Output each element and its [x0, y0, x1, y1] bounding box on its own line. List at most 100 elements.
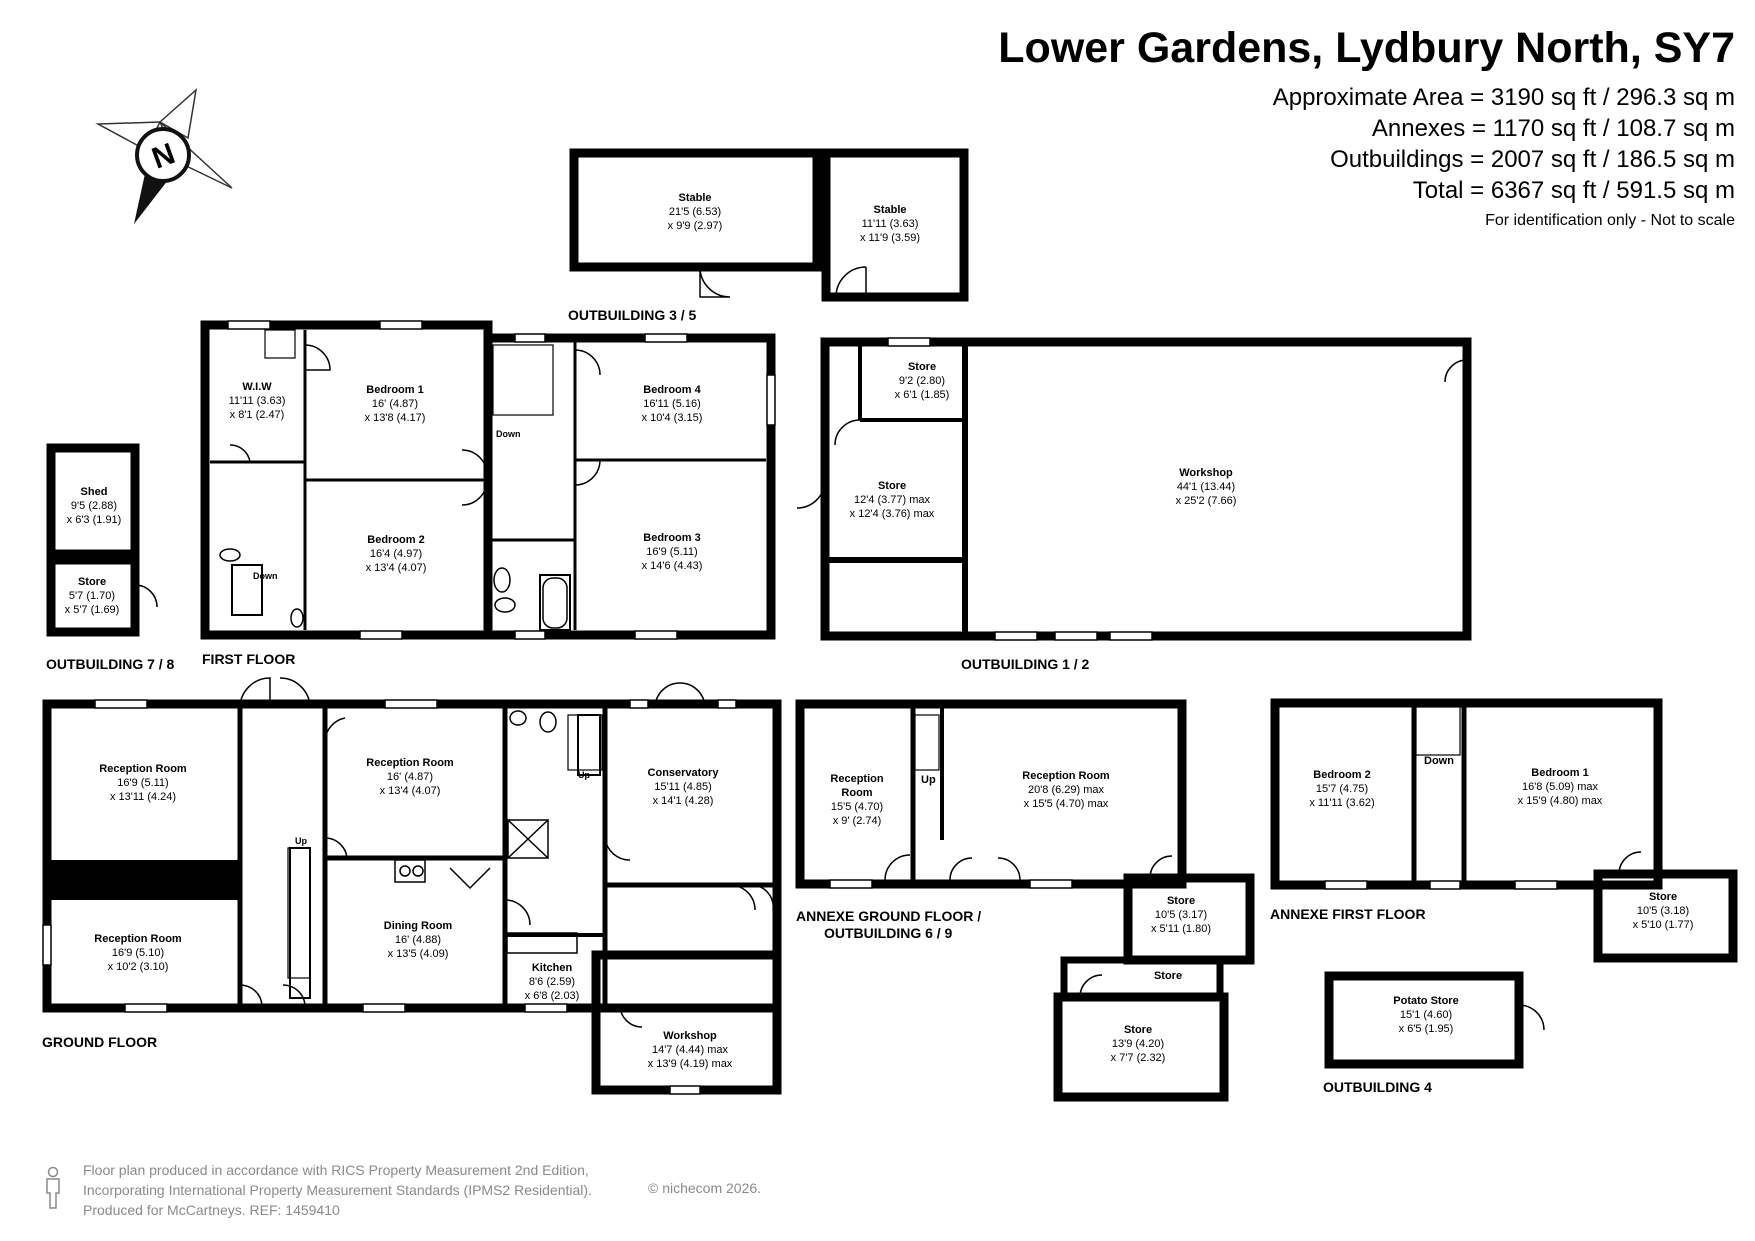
annexe-bedroom-1-dim-b: x 15'9 (4.80) max	[1518, 795, 1603, 807]
stair-up-ground: Up	[295, 836, 307, 846]
label-outbuilding-3-5: OUTBUILDING 3 / 5	[568, 307, 697, 323]
bedroom-2-dim-a: 16'4 (4.97)	[370, 548, 422, 560]
ob-store-1-dim-a: 9'2 (2.80)	[899, 375, 945, 387]
shed-dim-b: x 6'3 (1.91)	[67, 514, 122, 526]
svg-text:W.I.W11'11 (3.63)x 8'1 (2.47): W.I.W11'11 (3.63)x 8'1 (2.47)	[229, 381, 286, 421]
bedroom-2-name: Bedroom 2	[367, 534, 424, 546]
annexe-store-1-dim-b: x 5'11 (1.80)	[1151, 923, 1211, 935]
ob-store-1-dim-b: x 6'1 (1.85)	[895, 389, 950, 401]
label-outbuilding-7-8: OUTBUILDING 7 / 8	[46, 656, 175, 672]
bedroom-4-dim-b: x 10'4 (3.15)	[642, 412, 703, 424]
annexe-bedroom-2-dim-b: x 11'11 (3.62)	[1309, 797, 1374, 809]
label-first-floor: FIRST FLOOR	[202, 651, 295, 667]
label-annexe-ground-2: OUTBUILDING 6 / 9	[824, 925, 953, 941]
person-icon	[46, 1166, 60, 1209]
reception-g1-dim-a: 16'9 (5.11)	[117, 777, 168, 789]
dining-dim-a: 16' (4.88)	[395, 934, 441, 946]
area-annexes: Annexes = 1170 sq ft / 108.7 sq m	[1371, 115, 1735, 142]
ob-store-2-dim-b: x 12'4 (3.76) max	[850, 508, 935, 520]
wiw-name: W.I.W	[242, 381, 272, 393]
bedroom-3-name: Bedroom 3	[643, 532, 700, 544]
workshop-g-name: Workshop	[663, 1030, 717, 1042]
stable-2-dim-b: x 11'9 (3.59)	[860, 232, 920, 244]
reception-g2-dim-b: x 13'4 (4.07)	[380, 785, 441, 797]
stable-1-dim-b: x 9'9 (2.97)	[668, 220, 723, 232]
label-outbuilding-4: OUTBUILDING 4	[1323, 1079, 1432, 1095]
kitchen-name: Kitchen	[532, 962, 573, 974]
annexe-reception-2-name: Reception Room	[1022, 770, 1110, 782]
annexe-bedroom-2-dim-a: 15'7 (4.75)	[1316, 783, 1368, 795]
annexe-reception-1-dim-a: 15'5 (4.70)	[831, 801, 883, 813]
wiw-dim-b: x 8'1 (2.47)	[230, 409, 285, 421]
stable-1-name: Stable	[678, 192, 711, 204]
area-approximate: Approximate Area = 3190 sq ft / 296.3 sq…	[1272, 84, 1735, 111]
potato-store-dim-a: 15'1 (4.60)	[1400, 1009, 1452, 1021]
bedroom-2-dim-b: x 13'4 (4.07)	[366, 562, 427, 574]
svg-text:Bedroom 215'7 (4.75)x 11'11 (3: Bedroom 2 15'7 (4.75) x 11'11 (3.62)	[1309, 769, 1374, 809]
footer-line-3: Produced for McCartneys. REF: 1459410	[83, 1202, 340, 1218]
svg-text:Bedroom 416'11 (5.16)x 10'4 (3: Bedroom 416'11 (5.16)x 10'4 (3.15)	[642, 384, 703, 424]
ob-store-2-dim-a: 12'4 (3.77) max	[854, 494, 931, 506]
bedroom-1-name: Bedroom 1	[366, 384, 423, 396]
annexe-reception-2-dim-a: 20'8 (6.29) max	[1028, 784, 1105, 796]
annexe-reception-2-dim-b: x 15'5 (4.70) max	[1024, 798, 1109, 810]
shed-dim-a: 9'5 (2.88)	[71, 500, 117, 512]
bedroom-1-dim-a: 16' (4.87)	[372, 398, 418, 410]
copyright: © nichecom 2026.	[648, 1180, 762, 1196]
bedroom-3-dim-a: 16'9 (5.11)	[646, 546, 697, 558]
workshop-g-dim-b: x 13'9 (4.19) max	[648, 1058, 733, 1070]
bedroom-1-dim-b: x 13'8 (4.17)	[365, 412, 426, 424]
annexe-bedroom-2-name: Bedroom 2	[1313, 769, 1370, 781]
annexe-store-1-name: Store	[1167, 895, 1195, 907]
annexe-store-3-name: Store	[1124, 1024, 1152, 1036]
stair-down-first: Down	[496, 429, 521, 439]
ob-workshop-name: Workshop	[1179, 467, 1233, 479]
stable-2-name: Stable	[873, 204, 906, 216]
stair-up-ground-2: Up	[578, 770, 590, 780]
store-78-name: Store	[78, 576, 106, 588]
svg-text:Bedroom 316'9 (5.11)x 14'6 (4.: Bedroom 316'9 (5.11)x 14'6 (4.43)	[642, 532, 703, 572]
dining-dim-b: x 13'5 (4.09)	[388, 948, 449, 960]
potato-store-dim-b: x 6'5 (1.95)	[1399, 1023, 1454, 1035]
conservatory-name: Conservatory	[648, 767, 720, 779]
dining-name: Dining Room	[384, 920, 453, 932]
reception-g1-name: Reception Room	[99, 763, 187, 775]
store-78-dim-a: 5'7 (1.70)	[69, 590, 115, 602]
area-total: Total = 6367 sq ft / 591.5 sq m	[1412, 177, 1735, 204]
svg-text:Bedroom 216'4 (4.97)x 13'4 (4.: Bedroom 2 16'4 (4.97) x 13'4 (4.07)	[366, 534, 427, 574]
kitchen-dim-b: x 6'8 (2.03)	[525, 990, 580, 1002]
reception-g2-dim-a: 16' (4.87)	[387, 771, 433, 783]
bedroom-4-name: Bedroom 4	[643, 384, 701, 396]
ob-store-1-name: Store	[908, 361, 936, 373]
stair-down-first-2: Down	[253, 571, 278, 581]
annexe-reception-1-dim-b: x 9' (2.74)	[833, 815, 882, 827]
area-outbuildings: Outbuildings = 2007 sq ft / 186.5 sq m	[1330, 146, 1735, 173]
reception-g3-dim-a: 16'9 (5.10)	[112, 947, 164, 959]
reception-g2-name: Reception Room	[366, 757, 454, 769]
workshop-g-dim-a: 14'7 (4.44) max	[652, 1044, 729, 1056]
shed-name: Shed	[81, 486, 108, 498]
ob-workshop-dim-a: 44'1 (13.44)	[1177, 481, 1235, 493]
annexe-store-4-dim-a: 10'5 (3.18)	[1637, 905, 1689, 917]
potato-store-name: Potato Store	[1393, 995, 1458, 1007]
stable-1-dim-a: 21'5 (6.53)	[669, 206, 721, 218]
annexe-store-2-name: Store	[1154, 970, 1182, 982]
ob-workshop-dim-b: x 25'2 (7.66)	[1176, 495, 1237, 507]
conservatory-dim-b: x 14'1 (4.28)	[653, 795, 714, 807]
ob-store-2-name: Store	[878, 480, 906, 492]
svg-text:Bedroom 116' (4.87)x 13'8 (4.1: Bedroom 1 16' (4.87) x 13'8 (4.17)	[365, 384, 426, 424]
scale-note: For identification only - Not to scale	[1485, 212, 1735, 229]
page-title: Lower Gardens, Lydbury North, SY7	[998, 24, 1735, 72]
